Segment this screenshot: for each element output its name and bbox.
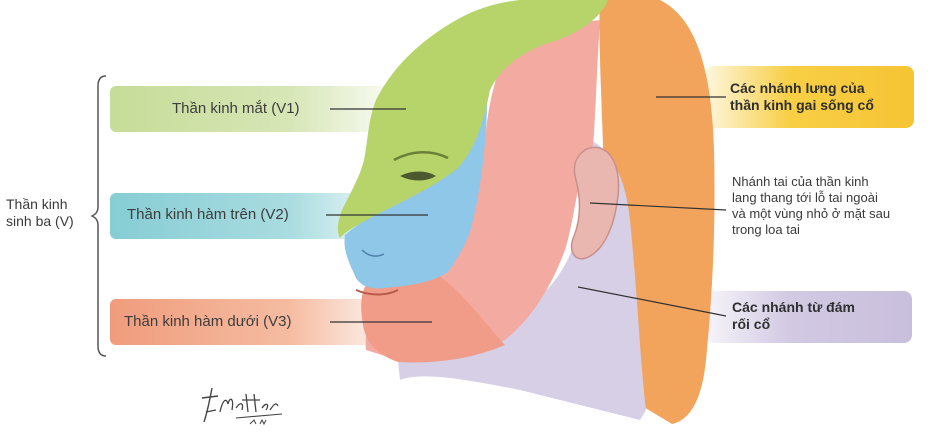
auricular-line2: lang thang tới lỗ tai ngoài xyxy=(732,190,878,205)
nostril xyxy=(361,249,385,257)
temple-cheek-region xyxy=(365,20,600,361)
v3-label: Thần kinh hàm dưới (V3) xyxy=(124,313,292,330)
trigeminal-line1: Thần kinh xyxy=(6,196,68,212)
plexus-band xyxy=(706,291,912,343)
mouth xyxy=(355,289,399,296)
v2-region xyxy=(344,70,488,289)
netter-signature xyxy=(201,387,283,426)
trigeminal-bracket xyxy=(90,75,107,357)
trigeminal-line2: sinh ba (V) xyxy=(6,213,74,229)
v1-label: Thần kinh mắt (V1) xyxy=(172,100,300,117)
trigeminal-label: Thần kinh sinh ba (V) xyxy=(6,196,74,230)
v2-label: Thần kinh hàm trên (V2) xyxy=(127,206,289,223)
auricular-leader xyxy=(589,202,727,211)
plexus-leader xyxy=(577,286,727,317)
auricular-label: Nhánh tai của thần kinh lang thang tới l… xyxy=(732,174,890,238)
plexus-line1: Các nhánh từ đám xyxy=(732,299,855,315)
auricular-line3: và một vùng nhỏ ở mặt sau xyxy=(732,206,891,221)
dorsal-band xyxy=(706,66,914,128)
v3-region xyxy=(361,276,505,363)
dorsal-label: Các nhánh lưng của thần kinh gai sống cổ xyxy=(730,80,874,114)
plexus-line2: rối cổ xyxy=(732,316,771,332)
dorsal-line1: Các nhánh lưng của xyxy=(730,80,865,96)
plexus-label: Các nhánh từ đám rối cổ xyxy=(732,299,855,333)
eyebrow xyxy=(393,151,449,162)
auricular-line1: Nhánh tai của thần kinh xyxy=(732,174,869,189)
auricular-line4: trong loa tai xyxy=(732,222,800,237)
eye xyxy=(400,171,436,181)
v1-region xyxy=(337,0,608,238)
dorsal-line2: thần kinh gai sống cổ xyxy=(730,97,874,113)
